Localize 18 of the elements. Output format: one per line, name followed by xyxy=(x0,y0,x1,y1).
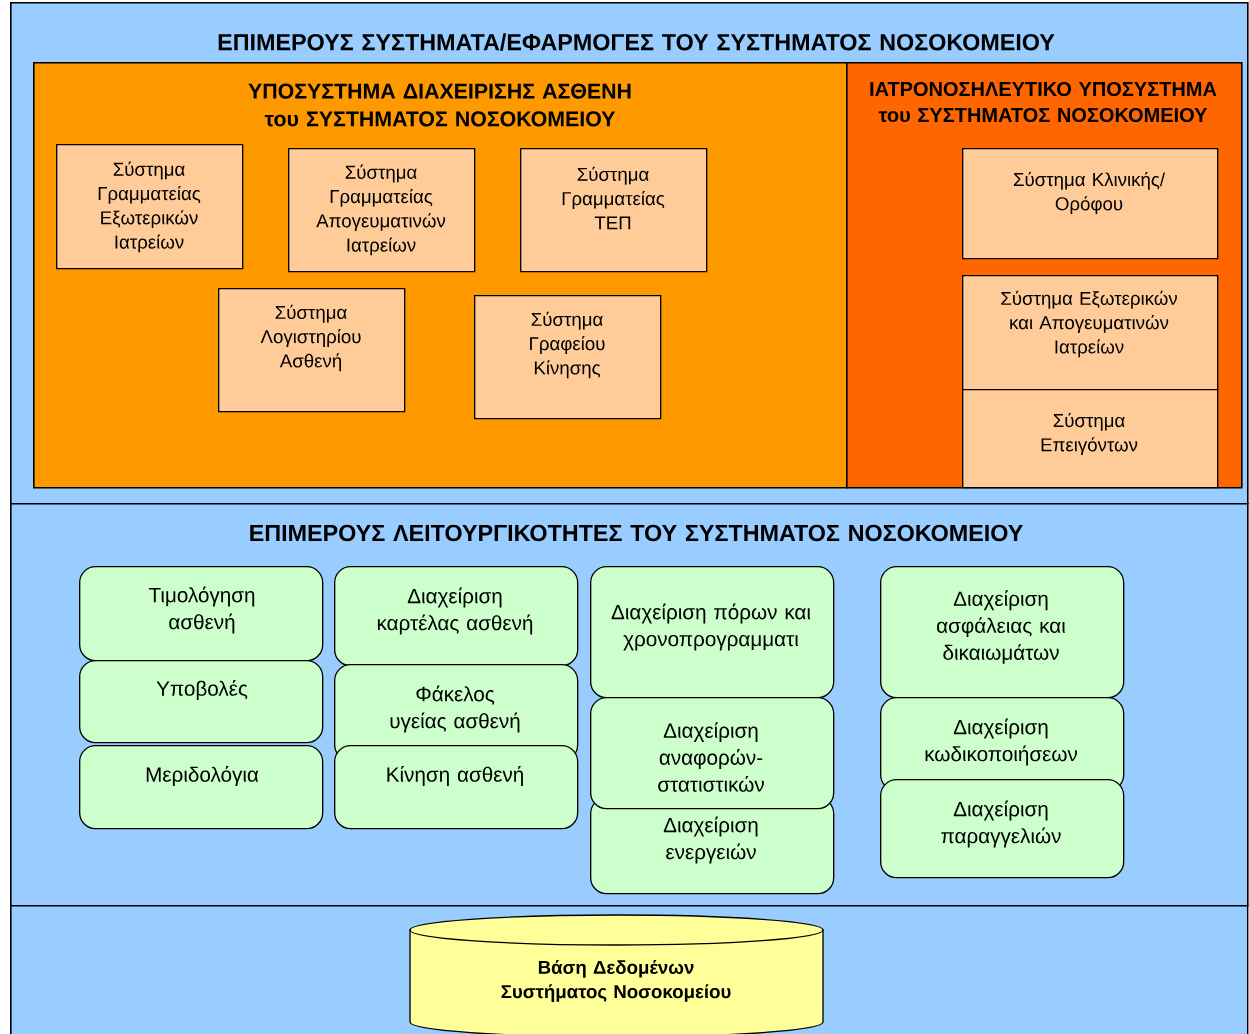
function-box: Υποβολές xyxy=(79,660,324,744)
function-box: Διαχείριση αναφορών- στατιστικών xyxy=(590,697,835,810)
function-box: Διαχείριση πόρων και χρονοπρογραμματι xyxy=(590,566,835,699)
system-box: Σύστημα Γραμματείας Απογευματινών Ιατρείων xyxy=(288,148,476,273)
function-box: Μεριδολόγια xyxy=(79,745,324,830)
system-box: Σύστημα Κλινικής/ Ορόφου xyxy=(962,148,1219,260)
system-box: Σύστημα Επειγόντων xyxy=(962,389,1219,489)
system-box: Σύστημα Εξωτερικών και Απογευματινών Ιατρείων xyxy=(962,275,1219,391)
system-box: Σύστημα Γραφείου Κίνησης xyxy=(474,295,662,420)
function-box: Κίνηση ασθενή xyxy=(334,745,579,830)
system-box: Σύστημα Λογιστηρίου Ασθενή xyxy=(218,288,406,413)
function-box: Διαχείριση ασφάλειας και δικαιωμάτων xyxy=(880,566,1125,699)
database-cylinder: Βάση Δεδομένων Συστήματος Νοσοκομείου xyxy=(409,914,824,1034)
system-box: Σύστημα Γραμματείας Εξωτερικών Ιατρείων xyxy=(56,144,244,270)
function-box: Διαχείριση καρτέλας ασθενή xyxy=(334,566,579,667)
function-box: Διαχείριση παραγγελιών xyxy=(880,779,1125,879)
function-box: Τιμολόγηση ασθενή xyxy=(79,566,324,662)
system-box: Σύστημα Γραμματείας ΤΕΠ xyxy=(520,148,708,273)
